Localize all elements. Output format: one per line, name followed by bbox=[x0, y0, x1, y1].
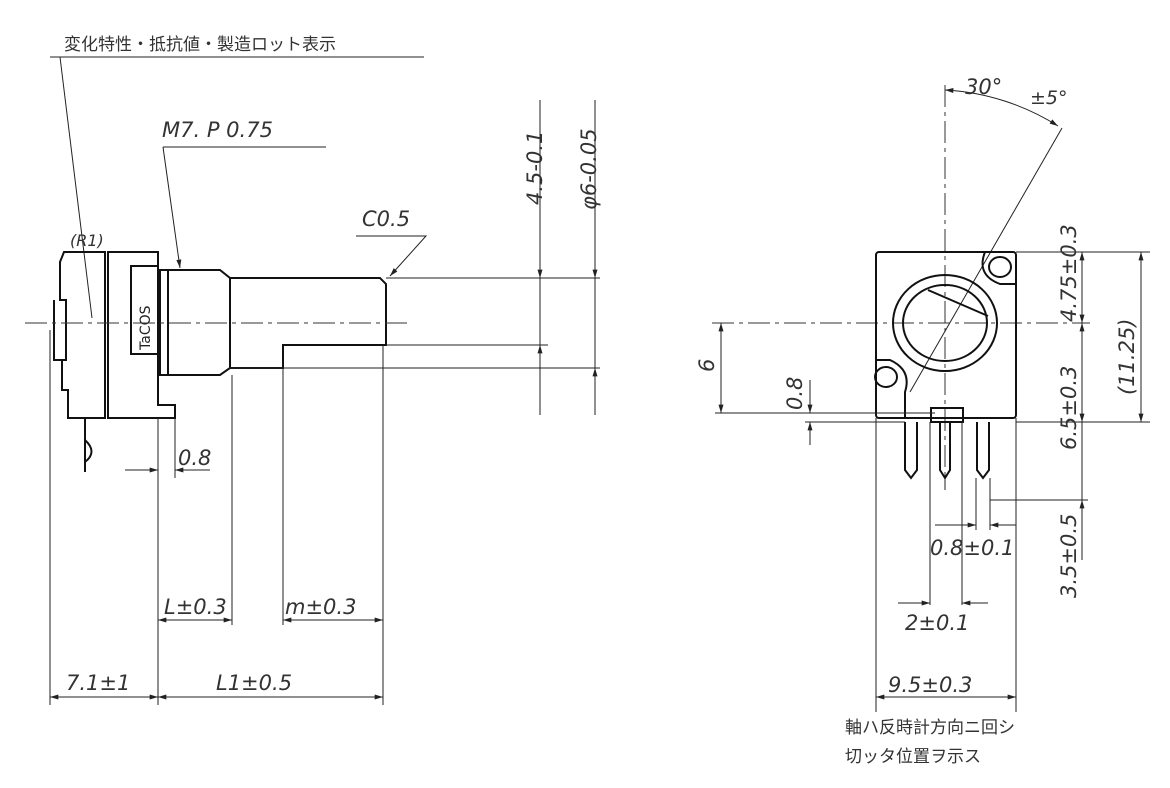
rear-housing bbox=[59, 251, 106, 419]
shaft-length-dim: L1±0.5 bbox=[216, 671, 292, 695]
rear-knob bbox=[53, 300, 62, 361]
front-extension-lines bbox=[715, 412, 935, 423]
tab-height-dim: 0.8 bbox=[783, 377, 807, 410]
bottom-extension-lines bbox=[49, 330, 384, 705]
front-bottom-extension-lines bbox=[875, 418, 1017, 712]
body-depth-dim: 7.1±1 bbox=[66, 671, 130, 695]
bushing-length-dim: L±0.3 bbox=[164, 595, 227, 619]
mounting-hole bbox=[988, 256, 1012, 278]
brand-label: TaCOS bbox=[138, 305, 154, 351]
front-view: 30° ±5° 6 0.8 4.75±0.3 6.5±0.3 3.5±0.5 (… bbox=[695, 75, 1150, 767]
corner-bosses bbox=[876, 251, 1016, 418]
thread-spec: M7. P 0.75 bbox=[162, 118, 273, 142]
note-line-2: 切ッタ位置ヲ示ス bbox=[845, 747, 981, 767]
side-view: 変化特性・抵抗値・製造ロット表示 M7. P 0.75 C0.5 (R1) Ta… bbox=[25, 35, 601, 705]
note-line-1: 軸ハ反時計方向ニ回シ bbox=[845, 718, 1015, 738]
marking-note: 変化特性・抵抗値・製造ロット表示 bbox=[64, 35, 336, 55]
pin-left bbox=[904, 422, 918, 480]
terminal-pin bbox=[84, 418, 93, 472]
thread-leader bbox=[162, 146, 326, 268]
angle-tolerance: ±5° bbox=[1030, 87, 1068, 109]
flat-height-dim: 4.5-0.1 bbox=[523, 131, 547, 205]
angle-arc bbox=[944, 87, 1059, 127]
shaft-flat bbox=[927, 289, 989, 317]
extension-lines bbox=[230, 277, 600, 369]
center-height-dim: 6 bbox=[695, 359, 719, 372]
flat-length-dim: m±0.3 bbox=[285, 595, 356, 619]
bushing-outer bbox=[892, 274, 998, 372]
brand-plate bbox=[130, 265, 159, 355]
total-height-dim: (11.25) bbox=[1115, 318, 1139, 395]
radius-label: (R1) bbox=[70, 231, 104, 250]
upper-height-dim: 4.75±0.3 bbox=[1057, 224, 1081, 322]
lower-height-dim: 6.5±0.3 bbox=[1057, 366, 1081, 450]
pin-length-dim: 3.5±0.5 bbox=[1057, 514, 1081, 598]
marking-leader bbox=[50, 56, 424, 319]
shaft-face bbox=[902, 284, 988, 362]
chamfer-leader bbox=[356, 235, 428, 277]
body-width-dim: 9.5±0.3 bbox=[888, 673, 972, 697]
angle-line bbox=[909, 127, 1063, 393]
pin-right bbox=[976, 422, 990, 480]
shaft-diameter-dim: φ6-0.05 bbox=[577, 128, 601, 210]
right-extension-lines bbox=[990, 251, 1150, 501]
mounting-hole bbox=[874, 366, 898, 388]
front-housing bbox=[107, 251, 176, 419]
bottom-tab bbox=[930, 407, 964, 423]
pin-width-dim: 0.8±0.1 bbox=[930, 536, 1014, 560]
tab-offset-dim: 0.8 bbox=[178, 446, 211, 470]
angle-dim: 30° bbox=[965, 75, 1002, 99]
chamfer-label: C0.5 bbox=[362, 207, 410, 231]
pin-pitch-dim: 2±0.1 bbox=[905, 611, 969, 635]
front-body bbox=[875, 251, 1017, 419]
